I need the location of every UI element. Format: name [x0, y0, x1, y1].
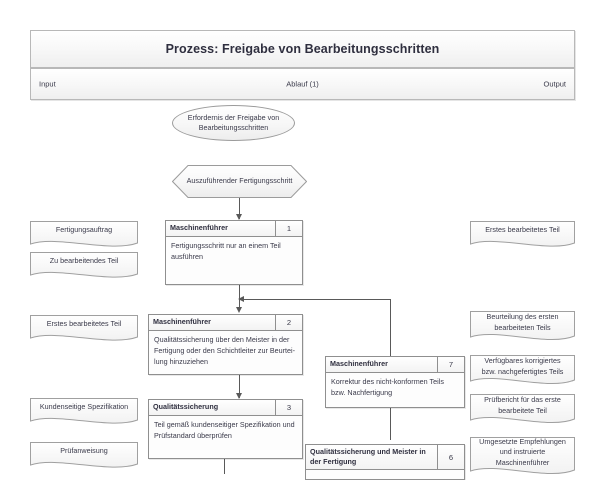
input-document-pruefanweisung: Prüfanweisung — [30, 442, 138, 470]
process-step-3-role: Qualitätssicherung — [153, 402, 219, 412]
document-shape-icon — [470, 311, 575, 340]
document-shape-icon — [30, 221, 138, 247]
process-step-6-text — [306, 470, 464, 479]
input-document-kundenseitige-spezifikation: Kundenseitige Spezifikation — [30, 398, 138, 426]
output-document-verfuegbares-korrigiertes-teil: Verfügbares korrigiertes bzw. nachgefert… — [470, 355, 575, 387]
process-step-2-number: 2 — [275, 315, 302, 330]
process-step-6[interactable]: Qualitätssicherung und Meister in der Fe… — [305, 444, 465, 480]
process-step-3-text: Teil gemäß kundenseitiger Spezifikation … — [149, 416, 302, 458]
input-document-erstes-bearbeitetes-teil: Erstes bearbeitetes Teil — [30, 315, 138, 343]
connector-step3-downward — [224, 459, 225, 474]
input-document-fertigungsauftrag: Fertigungsauftrag — [30, 221, 138, 249]
output-document-umgesetzte-empfehlungen: Umgesetzte Empfehlungen und instruierte … — [470, 437, 575, 477]
arrowhead-to-step2 — [236, 307, 242, 313]
arrowhead-to-step3 — [236, 393, 242, 399]
process-step-1-header: Maschinenführer 1 — [166, 221, 302, 237]
document-label: Verfügbares korrigiertes bzw. nachgefert… — [481, 356, 564, 376]
document-shape-icon — [470, 394, 575, 423]
decision-hexagon-text: Auszuführender Fertigungsschritt — [172, 165, 307, 198]
hexagon-shape-icon — [172, 165, 307, 198]
process-step-3-header: Qualitätssicherung 3 — [149, 400, 302, 416]
document-shape-icon — [470, 437, 575, 474]
connector-hexagon-to-step1 — [239, 197, 240, 219]
lane-label-input: Input — [39, 79, 56, 89]
process-step-7[interactable]: Maschinenführer 7 Korrektur des nicht-ko… — [325, 356, 465, 408]
process-step-2[interactable]: Maschinenführer 2 Qualitätssicherung übe… — [148, 314, 303, 375]
output-document-erstes-bearbeitetes-teil: Erstes bearbeitetes Teil — [470, 221, 575, 249]
process-step-3-number: 3 — [275, 400, 302, 415]
input-document-zu-bearbeitendes-teil: Zu bearbeitendes Teil — [30, 252, 138, 280]
process-step-7-header: Maschinenführer 7 — [326, 357, 464, 373]
document-label: Beurteilung des ersten bearbeiteten Teil… — [486, 312, 559, 332]
process-step-6-role: Qualitätssicherung und Meister in der Fe… — [310, 446, 426, 466]
process-step-2-text: Qualitätssicherung über den Meister in d… — [149, 331, 302, 374]
process-step-7-number: 7 — [437, 357, 464, 372]
decision-hexagon-label: Auszuführender Fertigungsschritt — [186, 176, 293, 186]
connector-step6-to-step7 — [390, 392, 391, 440]
process-step-6-number: 6 — [437, 445, 464, 469]
process-step-7-role: Maschinenführer — [330, 359, 388, 369]
document-shape-icon — [30, 252, 138, 278]
process-title-banner: Prozess: Freigabe von Bearbeitungsschrit… — [30, 30, 575, 68]
document-label: Zu bearbeitendes Teil — [49, 256, 119, 266]
document-label: Erstes bearbeitetes Teil — [46, 319, 122, 329]
connector-step2-to-step3 — [239, 375, 240, 398]
document-shape-icon — [30, 442, 138, 468]
document-shape-icon — [30, 315, 138, 341]
document-shape-icon — [470, 221, 575, 247]
lane-label-flow: Ablauf (1) — [286, 79, 319, 89]
swimlane-header-banner: Input Ablauf (1) Output — [30, 68, 575, 100]
process-step-6-header: Qualitätssicherung und Meister in der Fe… — [306, 445, 464, 470]
process-step-2-header: Maschinenführer 2 — [149, 315, 302, 331]
document-shape-icon — [470, 355, 575, 384]
document-label: Umgesetzte Empfehlungen und instruierte … — [479, 436, 566, 467]
document-label: Erstes bearbeitetes Teil — [485, 225, 560, 235]
document-shape-icon — [30, 398, 138, 424]
connector-feedback-horizontal — [239, 299, 391, 300]
lane-label-output: Output — [543, 79, 566, 89]
process-step-1-number: 1 — [275, 221, 302, 236]
arrowhead-feedback — [238, 296, 244, 302]
document-label: Fertigungsauftrag — [55, 225, 113, 235]
start-terminator: Erfordernis der Freigabe von Bearbeitung… — [172, 105, 295, 141]
arrowhead-to-step1 — [236, 214, 242, 220]
output-document-pruefbericht: Prüfbericht für das erste bearbeitete Te… — [470, 394, 575, 426]
process-step-7-text: Korrektur des nicht-konformen Teils bzw.… — [326, 373, 464, 407]
process-step-1-text: Fertigungsschritt nur an einem Teil ausf… — [166, 237, 302, 284]
output-document-beurteilung: Beurteilung des ersten bearbeiteten Teil… — [470, 311, 575, 343]
page-title: Prozess: Freigabe von Bearbeitungsschrit… — [165, 42, 440, 56]
process-step-2-role: Maschinenführer — [153, 317, 211, 327]
process-step-3[interactable]: Qualitätssicherung 3 Teil gemäß kundense… — [148, 399, 303, 459]
process-step-1[interactable]: Maschinenführer 1 Fertigungsschritt nur … — [165, 220, 303, 285]
process-step-1-role: Maschinenführer — [170, 223, 228, 233]
document-label: Prüfanweisung — [60, 446, 108, 456]
document-label: Kundenseitige Spezifikation — [39, 402, 129, 412]
document-label: Prüfbericht für das erste bearbeitete Te… — [484, 395, 561, 415]
connector-feedback-vertical — [390, 299, 391, 360]
decision-hexagon: Auszuführender Fertigungsschritt — [172, 165, 307, 198]
start-terminator-label: Erfordernis der Freigabe von Bearbeitung… — [187, 112, 280, 132]
